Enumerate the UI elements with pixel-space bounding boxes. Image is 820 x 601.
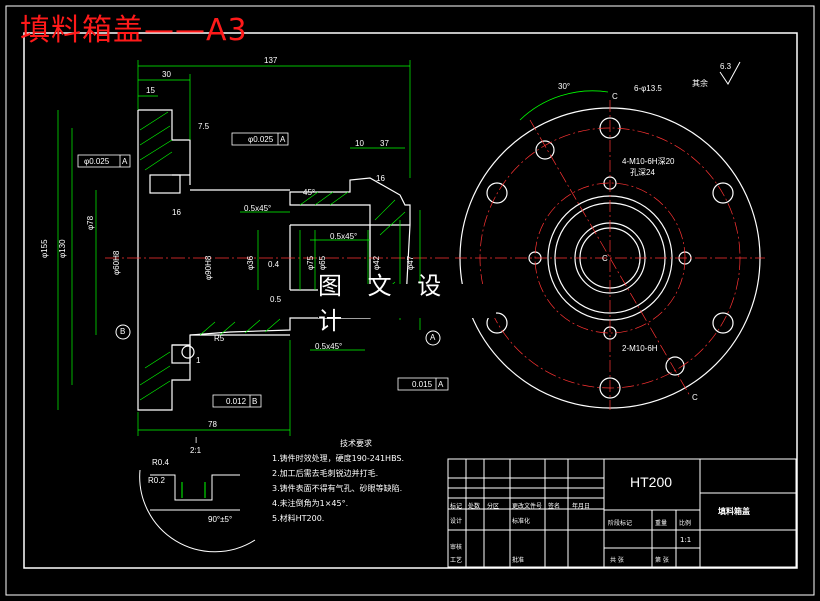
tb-cell: 更改文件号 xyxy=(512,503,543,510)
tb-cell: 标准化 xyxy=(512,518,531,525)
datum-a-label: A xyxy=(430,333,436,342)
section-mark-bottom: C xyxy=(692,393,698,402)
dim-r5: R5 xyxy=(214,334,225,343)
dim-0-4: 0.4 xyxy=(268,260,280,269)
angle-arc xyxy=(519,90,609,121)
roughness-label: 其余 xyxy=(692,79,708,88)
watermark: 图 文 设 计 xyxy=(318,272,496,335)
section-mark-center: C xyxy=(602,254,608,263)
tol-frame-2: φ0.025 xyxy=(248,135,274,144)
outer-frame xyxy=(5,5,815,596)
detail-r02: R0.2 xyxy=(148,476,165,485)
note-item: 5.材料HT200. xyxy=(272,514,325,523)
detail-r04: R0.4 xyxy=(152,458,169,467)
tol-frame-3-datum: B xyxy=(252,397,258,406)
technical-notes: 技术要求 1.铸件时效处理，硬度190-241HBS. 2.加工后需去毛刺锐边并… xyxy=(272,436,447,526)
detail-scale: 2:1 xyxy=(190,446,202,455)
tb-cell: 设计 xyxy=(450,518,463,525)
holes-callout-2b: 孔深24 xyxy=(630,168,655,177)
dim-7-5: 7.5 xyxy=(198,122,210,131)
dim-78: 78 xyxy=(208,420,217,429)
holes-callout-2: 4-M10-6H深20 xyxy=(622,157,675,166)
tol-frame-1: φ0.025 xyxy=(84,157,110,166)
holes-callout-1: 6-φ13.5 xyxy=(634,84,662,93)
section-mark-top: C xyxy=(612,92,618,101)
holes-callout-3: 2-M10-6H xyxy=(622,344,658,353)
tol-frame-1-datum: A xyxy=(122,157,128,166)
note-item: 4.未注倒角为1×45°. xyxy=(272,499,349,508)
tb-cell: 分区 xyxy=(487,503,500,510)
chamfer-2: 0.5x45° xyxy=(330,232,358,241)
tol-frame-4-datum: A xyxy=(438,380,444,389)
notes-heading: 技术要求 xyxy=(340,439,372,448)
detail-view xyxy=(139,469,256,553)
dim-137: 137 xyxy=(264,56,278,65)
front-angle: 30° xyxy=(558,82,571,91)
datum-b-label: B xyxy=(120,327,126,336)
chamfer-1: 0.5x45° xyxy=(244,204,272,213)
dim-37: 37 xyxy=(380,139,389,148)
part-name: 填料箱盖 xyxy=(718,507,750,516)
tol-frame-3: 0.012 xyxy=(226,397,247,406)
tb-cell: 比例 xyxy=(679,520,692,527)
tol-frame-2-datum: A xyxy=(280,135,286,144)
dim-16b: 16 xyxy=(172,208,181,217)
dimension-lines xyxy=(57,60,421,436)
drawing-title: 填料箱盖——A3 xyxy=(20,13,248,48)
tol-frame-4: 0.015 xyxy=(412,380,433,389)
section-view xyxy=(137,109,411,411)
detail-label: I xyxy=(195,436,198,445)
tb-cell: 阶段标记 xyxy=(608,520,633,527)
inner-frame xyxy=(23,32,798,569)
roughness-value: 6.3 xyxy=(720,62,732,71)
dim-15: 15 xyxy=(146,86,155,95)
note-item: 2.加工后需去毛刺锐边并打毛. xyxy=(272,469,379,478)
datum-a-circle xyxy=(425,330,441,346)
tb-cell: 重量 xyxy=(655,520,668,527)
tb-cell: 工艺 xyxy=(450,557,463,564)
dim-30: 30 xyxy=(162,70,171,79)
title-block xyxy=(447,458,797,568)
chamfer-3: 0.5x45° xyxy=(315,342,343,351)
tb-cell: 批准 xyxy=(512,557,525,564)
tb-cell: 第 张 xyxy=(655,557,669,564)
front-view-centerlines xyxy=(455,100,765,410)
tb-cell: 共 张 xyxy=(610,557,624,564)
tb-cell: 签名 xyxy=(548,503,561,510)
dim-0-5: 0.5 xyxy=(270,295,282,304)
tb-cell: 审核 xyxy=(450,544,463,551)
tb-cell: 处数 xyxy=(468,503,481,510)
hatch-lines xyxy=(139,111,406,401)
dim-16a: 16 xyxy=(376,174,385,183)
tb-cell: 年月日 xyxy=(572,503,591,510)
material-label: HT200 xyxy=(630,474,673,490)
detail-angle: 90°±5° xyxy=(208,515,233,524)
dim-45deg: 45° xyxy=(303,188,316,197)
note-item: 3.铸件表面不得有气孔、砂眼等缺陷. xyxy=(272,484,403,493)
roughness-symbol xyxy=(719,61,741,85)
datum-b-circle xyxy=(115,324,131,340)
tb-cell: 1:1 xyxy=(680,536,692,544)
dim-1: 1 xyxy=(196,356,201,365)
note-item: 1.铸件时效处理，硬度190-241HBS. xyxy=(272,454,405,463)
dim-10: 10 xyxy=(355,139,364,148)
tb-cell: 标记 xyxy=(450,503,463,510)
tolerance-frames xyxy=(77,132,449,408)
